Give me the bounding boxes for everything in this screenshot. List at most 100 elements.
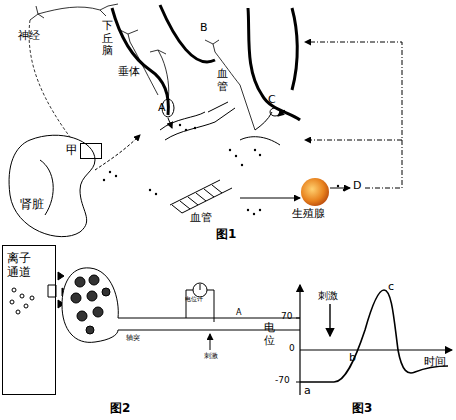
neuron-cells [120, 30, 138, 42]
pathway-arrows [168, 118, 172, 128]
hormone-dots [241, 164, 243, 166]
part-label: 电位 [264, 322, 276, 347]
action-potential-graph [300, 349, 452, 350]
part-label: 血管 [190, 212, 212, 225]
pituitary-vessel [270, 108, 280, 116]
figure-caption: 图2 [110, 402, 130, 416]
part-label: A [236, 308, 241, 317]
part-label: c [388, 281, 394, 294]
pituitary-vessel [172, 185, 222, 213]
synapse-figure [30, 296, 34, 300]
feedback-dashes [305, 42, 402, 188]
feedback-dashes [305, 140, 402, 141]
node-text: 甲 [66, 144, 80, 158]
hormone-dots [103, 179, 105, 181]
neuron-cells [205, 40, 219, 52]
synapse-figure [71, 275, 110, 334]
synapse-figure [93, 307, 103, 317]
action-potential-graph [329, 304, 330, 336]
figure-caption: 图1 [216, 228, 236, 242]
synapse-figure [24, 304, 28, 308]
pituitary-vessel [160, 112, 215, 140]
hormone-dots [259, 154, 261, 156]
brain-outline [248, 8, 300, 120]
synapse-figure [89, 275, 99, 285]
action-potential-graph [296, 285, 452, 395]
part-label: 刺激 [318, 290, 338, 302]
kidney [9, 135, 95, 236]
synapse-figure [16, 310, 20, 314]
pituitary-vessel [255, 112, 272, 130]
hormone-dots [185, 129, 187, 131]
part-label: 70 [281, 311, 292, 321]
hormone-dots [253, 213, 255, 215]
synapse-figure [10, 300, 14, 304]
hormone-dots [247, 209, 249, 211]
feedback-dashes [305, 42, 402, 188]
synapse-figure [186, 284, 214, 322]
part-label: D [353, 180, 361, 193]
part-label: 刺激 [204, 352, 218, 360]
part-label: 轴突 [126, 334, 140, 342]
part-label: 0 [289, 343, 295, 353]
synapse-figure [77, 311, 87, 321]
hormone-dots [149, 189, 151, 191]
hormone-dots [235, 155, 237, 157]
synapse-figure [62, 268, 118, 343]
gonad [301, 178, 329, 206]
synapse-figure [102, 288, 110, 296]
part-label: 电位计 [185, 296, 203, 303]
part-label: 神经 [18, 30, 40, 43]
synapse-figure [86, 326, 94, 334]
figure-caption: 图3 [352, 402, 372, 416]
part-label: a [304, 385, 311, 398]
part-label: 生殖腺 [292, 208, 325, 221]
part-label: 下丘脑 [102, 20, 115, 58]
hormone-dots [115, 175, 117, 177]
synapse-figure [10, 268, 300, 350]
brain-outline [112, 5, 300, 120]
brain-outline [160, 5, 215, 62]
kidney-detail-box: 甲 [80, 143, 102, 159]
brain-outline [292, 8, 297, 90]
synapse-figure [48, 285, 56, 297]
synapse-figure [12, 288, 16, 292]
hormone-dots [343, 189, 345, 191]
hormone-dots [179, 124, 181, 126]
synapse-figure [71, 293, 81, 303]
pathway-arrows [330, 188, 350, 189]
hormone-dots [254, 149, 256, 151]
action-potential-graph [296, 318, 300, 382]
hormone-dots [103, 124, 345, 215]
hormone-dots [229, 149, 231, 151]
action-potential-graph [300, 290, 448, 382]
pituitary-vessel [240, 137, 280, 145]
part-label: -70 [275, 375, 290, 385]
part-label: C [268, 94, 276, 107]
neuron-cells [240, 85, 255, 130]
pituitary-vessel [208, 102, 235, 122]
kidney [9, 135, 140, 237]
ion-channel-box: 离子通道 [2, 245, 56, 395]
synapse-figure [210, 334, 211, 350]
neuron-cells [29, 4, 255, 150]
pathway-arrows [240, 198, 300, 199]
action-potential-graph [299, 285, 300, 395]
neuron-cells [150, 50, 166, 58]
part-label: A [158, 102, 166, 115]
pituitary-vessel [160, 99, 280, 213]
neuron-cells [100, 4, 118, 16]
brain-outline [112, 8, 168, 115]
neuron-cells [162, 58, 169, 100]
part-label: 血管 [217, 68, 230, 93]
hormone-dots [194, 127, 196, 129]
hormone-dots [155, 193, 157, 195]
synapse-figure [10, 288, 34, 314]
part-label: b [349, 352, 356, 365]
node-text: 离子通道 [7, 252, 35, 280]
synapse-figure [87, 291, 97, 301]
part-label: 时间 [424, 356, 446, 369]
pituitary-vessel [170, 180, 232, 213]
